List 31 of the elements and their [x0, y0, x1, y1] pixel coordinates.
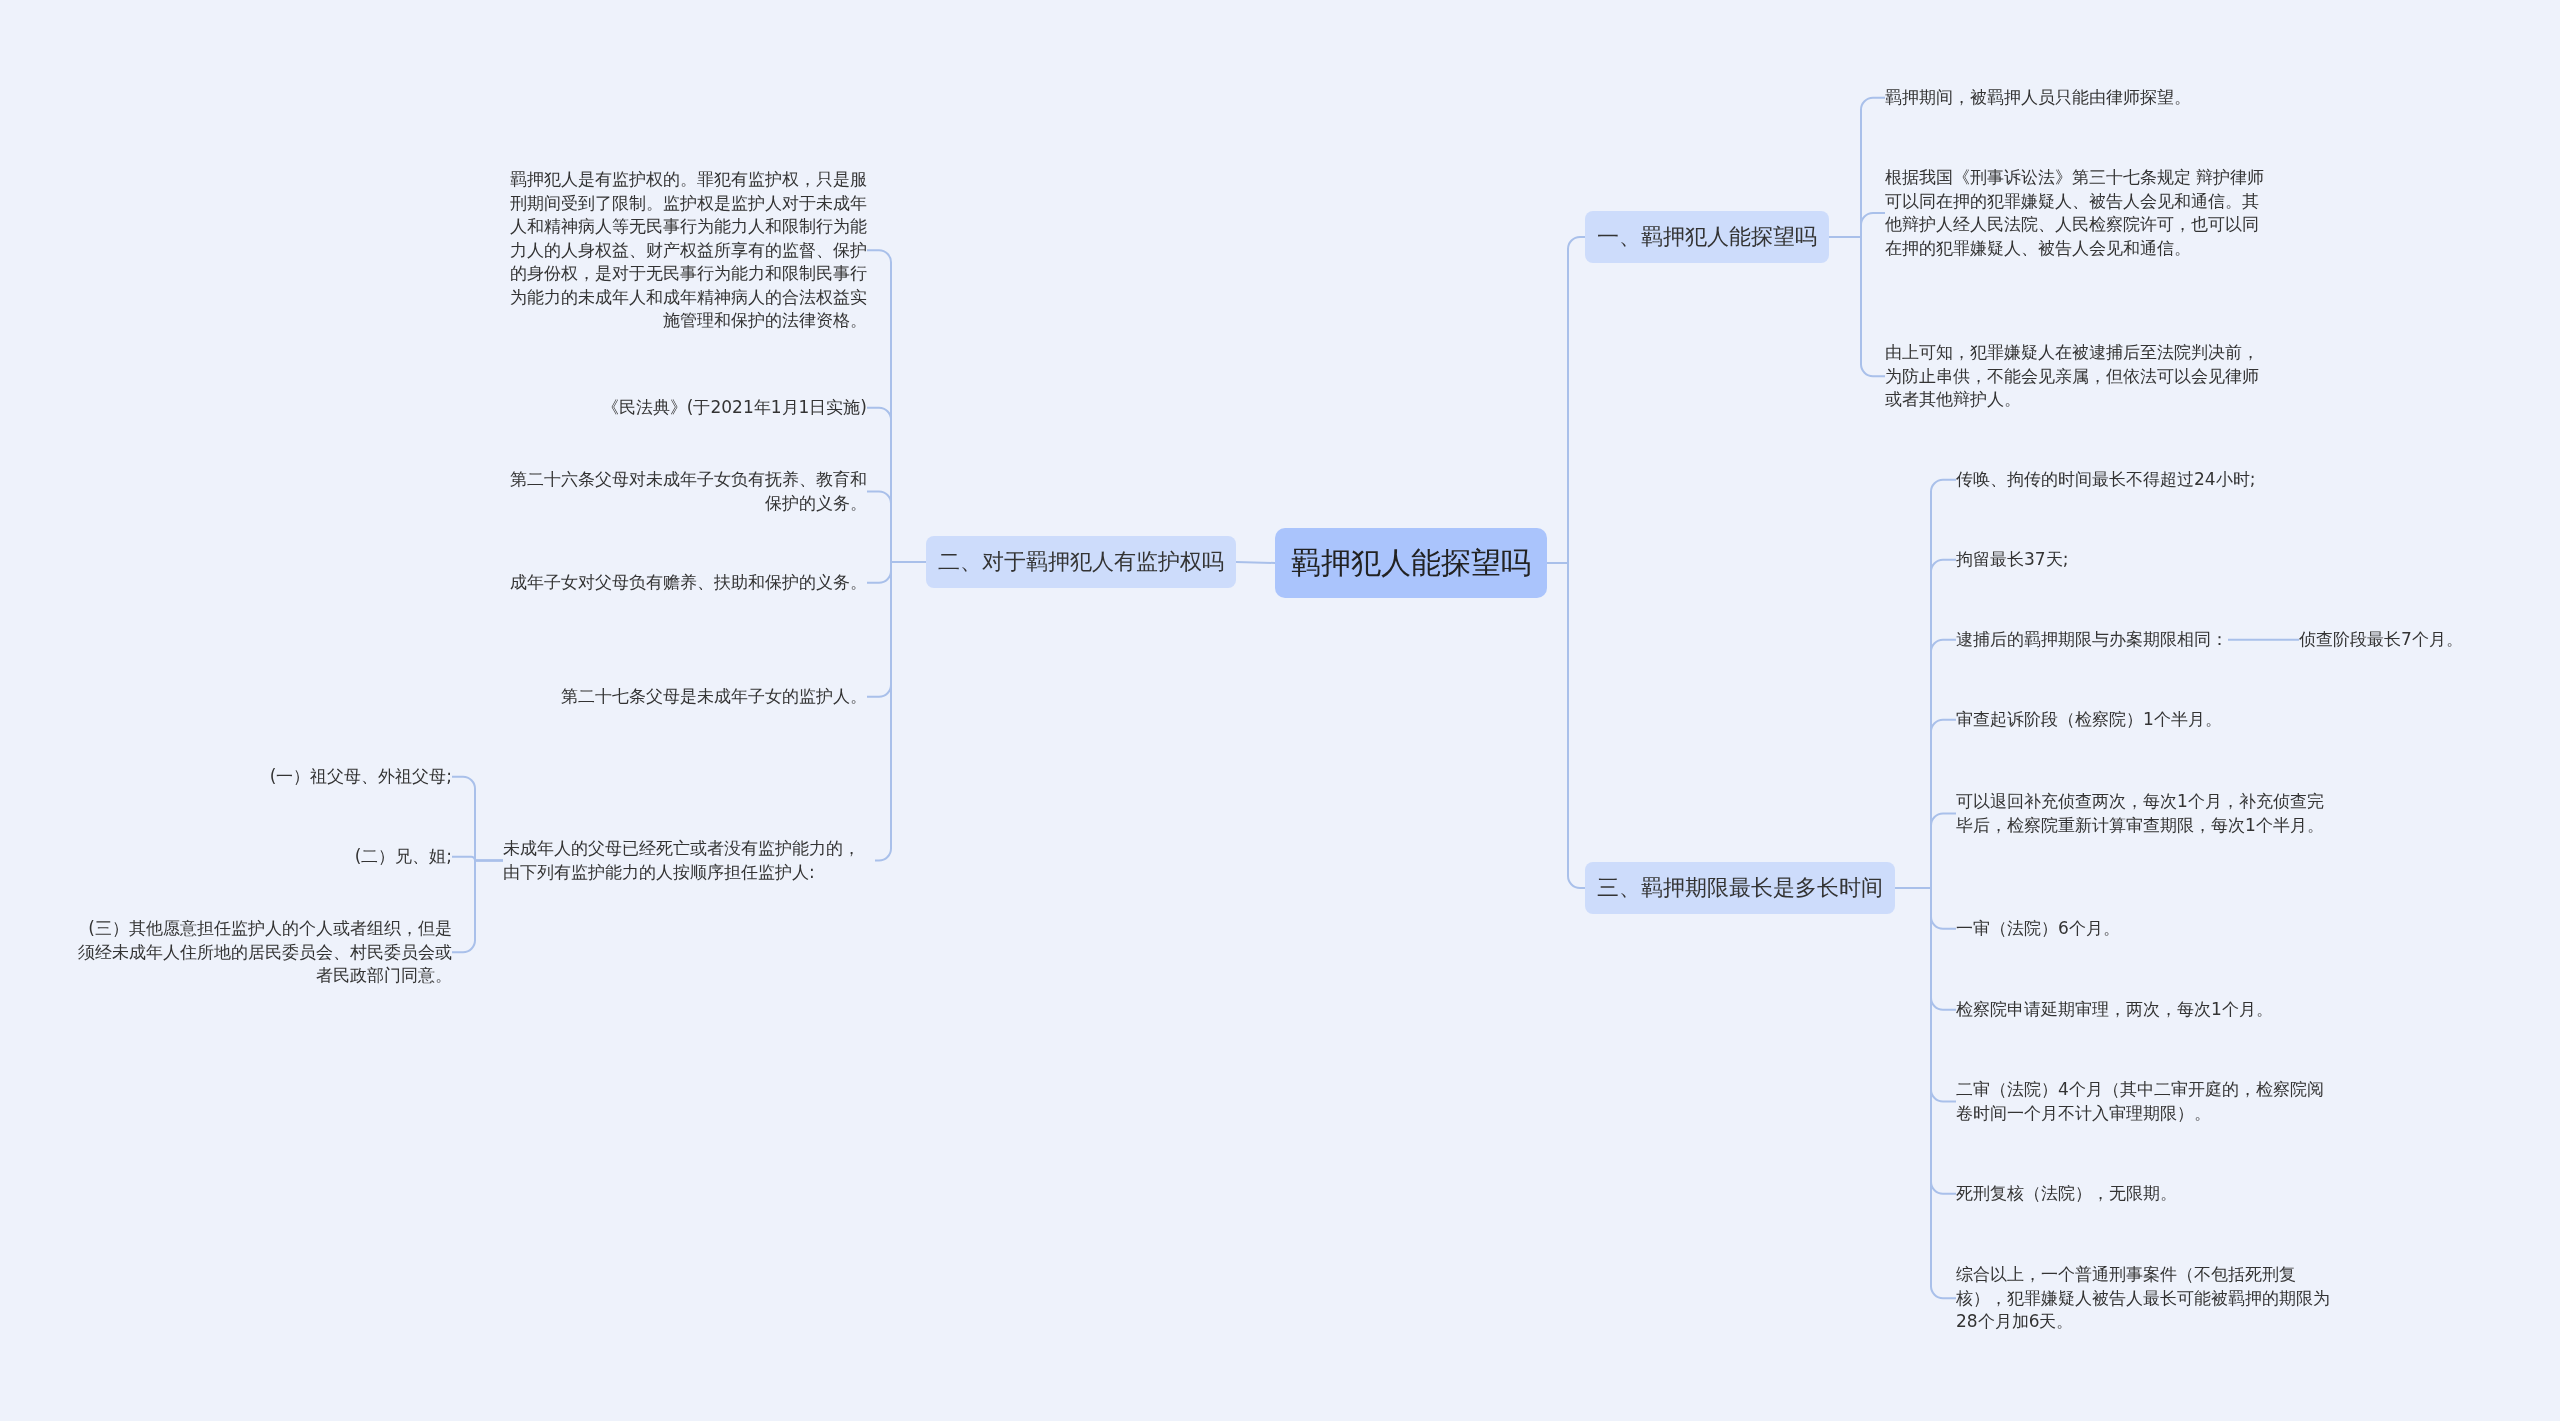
- note-text: 检察院申请延期审理，两次，每次1个月。: [1956, 998, 2273, 1022]
- note-text: 二审（法院）4个月（其中二审开庭的，检察院阅卷时间一个月不计入审理期限）。: [1956, 1078, 2336, 1125]
- note-text: 逮捕后的羁押期限与办案期限相同：: [1956, 628, 2228, 652]
- connector-line: [2227, 638, 2300, 641]
- note-text: 拘留最长37天;: [1956, 548, 2069, 572]
- note-text: 根据我国《刑事诉讼法》第三十七条规定 辩护律师可以同在押的犯罪嫌疑人、被告人会见和通信。其他辩护人经人民法院、人民检察院许可，也可以同在押的犯罪嫌疑人、被告人会见和通信。: [1885, 166, 2265, 260]
- branch-topic: 一、羁押犯人能探望吗: [1585, 211, 1829, 263]
- note-text: 第二十六条父母对未成年子女负有抚养、教育和保护的义务。: [495, 468, 867, 515]
- note-text: 成年子女对父母负有赡养、扶助和保护的义务。: [510, 571, 867, 595]
- branch-topic: 三、羁押期限最长是多长时间: [1585, 862, 1895, 914]
- note-text: 第二十七条父母是未成年子女的监护人。: [561, 685, 867, 709]
- note-text: 可以退回补充侦查两次，每次1个月，补充侦查完毕后，检察院重新计算审查期限，每次1个半月。: [1956, 790, 2336, 837]
- note-text: 综合以上，一个普通刑事案件（不包括死刑复核），犯罪嫌疑人被告人最长可能被羁押的期限为28个月加6天。: [1956, 1263, 2336, 1334]
- branch-topic: 二、对于羁押犯人有监护权吗: [926, 536, 1236, 588]
- note-text: 传唤、拘传的时间最长不得超过24小时;: [1956, 468, 2256, 492]
- note-text: (三）其他愿意担任监护人的个人或者组织，但是须经未成年人住所地的居民委员会、村民委员会或者民政部门同意。: [72, 917, 452, 988]
- note-text: 羁押犯人是有监护权的。罪犯有监护权，只是服刑期间受到了限制。监护权是监护人对于未成年人和精神病人等无民事行为能力人和限制行为能力人的人身权益、财产权益所享有的监督、保护的身份权，是对于无民事行为能力和限制民事行为能力的未成年人和成年精神病人的合法权益实施管理和保护的法律资格。: [495, 168, 867, 333]
- connector-line: [1235, 561, 1276, 564]
- note-text: 未成年人的父母已经死亡或者没有监护能力的，由下列有监护能力的人按顺序担任监护人:: [503, 837, 875, 884]
- note-text: (一）祖父母、外祖父母;: [269, 765, 452, 789]
- note-text: 一审（法院）6个月。: [1956, 917, 2120, 941]
- note-text: 侦查阶段最长7个月。: [2299, 628, 2463, 652]
- note-text: 《民法典》(于2021年1月1日实施): [601, 396, 867, 420]
- note-text: 死刑复核（法院），无限期。: [1956, 1182, 2177, 1206]
- note-text: 羁押期间，被羁押人员只能由律师探望。: [1885, 86, 2191, 110]
- note-text: (二）兄、姐;: [354, 845, 452, 869]
- note-text: 由上可知，犯罪嫌疑人在被逮捕后至法院判决前，为防止串供，不能会见亲属，但依法可以会见律师或者其他辩护人。: [1885, 341, 2265, 412]
- connector-line: [1546, 562, 1586, 889]
- connector-line: [874, 561, 927, 862]
- note-text: 审查起诉阶段（检察院）1个半月。: [1956, 708, 2222, 732]
- central-topic: 羁押犯人能探望吗: [1275, 528, 1547, 598]
